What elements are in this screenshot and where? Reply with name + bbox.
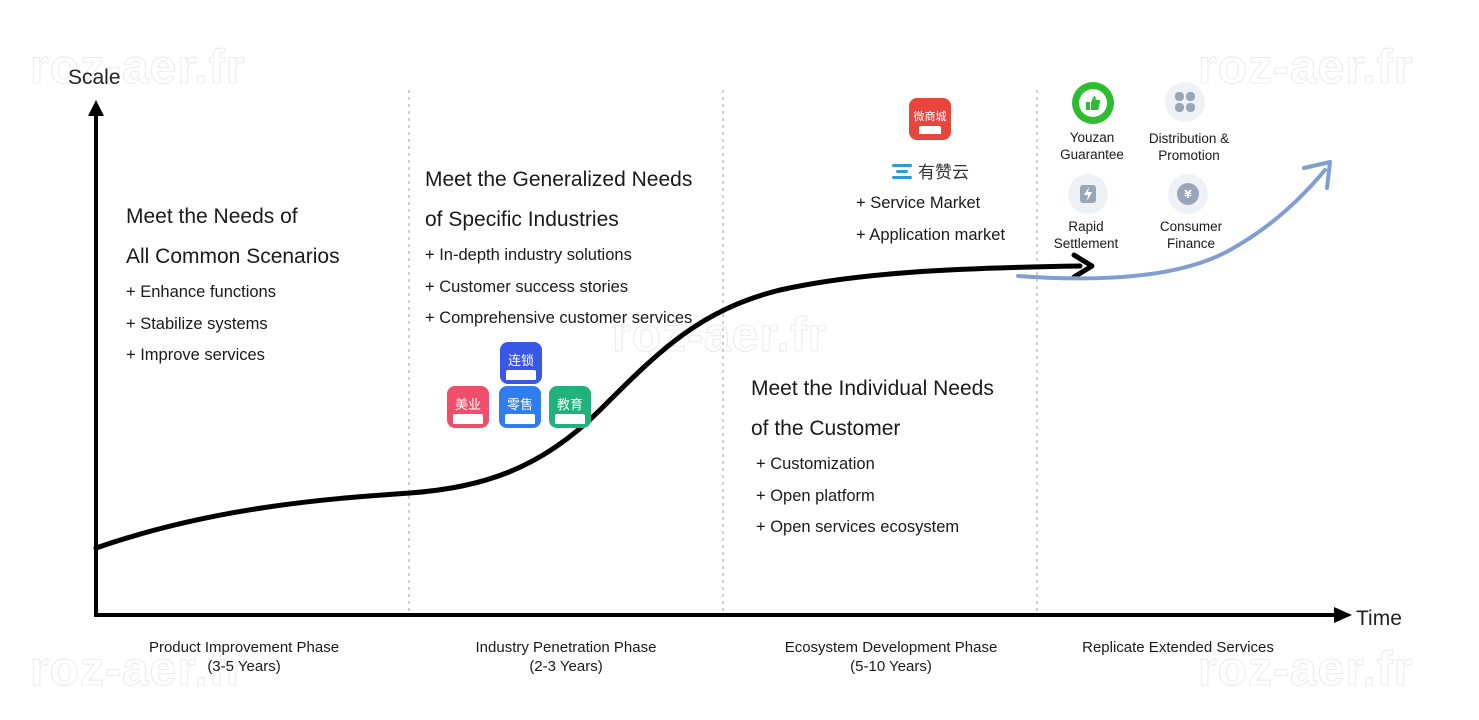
bullet: + Improve services (126, 346, 265, 364)
grid-icon (1165, 82, 1205, 122)
brand-lines-icon (892, 163, 912, 179)
phase-3-bullets: + Customization + Open platform + Open s… (756, 449, 959, 544)
retail-app-icon: 零售 (499, 386, 541, 428)
bullet: + In-depth industry solutions (425, 246, 632, 264)
y-axis-label: Scale (68, 66, 121, 89)
phase-3-label: Ecosystem Development Phase(5-10 Years) (784, 639, 998, 675)
lightning-icon (1068, 174, 1108, 214)
extension-curve (1016, 168, 1327, 281)
watermark-top-right: roz-aer.fr (1197, 41, 1414, 95)
phase-2-title: Meet the Generalized Needs of Specific I… (425, 168, 693, 231)
distribution-promotion-label: Distribution &Promotion (1148, 131, 1230, 163)
watermark-center: roz-aer.fr (611, 309, 828, 363)
bullet: + Comprehensive customer services (425, 309, 693, 327)
brand-name: 有赞云 (918, 163, 969, 183)
growth-curve-arrowhead (1071, 252, 1095, 280)
education-app-icon: 教育 (549, 386, 591, 428)
bullet: + Application market (856, 225, 1006, 244)
x-axis-label: Time (1356, 607, 1402, 630)
thumbs-up-icon (1072, 82, 1114, 124)
growth-curve (93, 263, 1083, 551)
watermark-top-left: roz-aer.fr (29, 41, 246, 95)
youzan-cloud-brand: 有赞云 (890, 158, 969, 183)
x-axis-arrowhead (1334, 607, 1352, 623)
watermark-bottom-left: roz-aer.fr (29, 643, 246, 697)
chain-store-app-icon: 连锁 (500, 342, 542, 384)
phase-1-title: Meet the Needs of All Common Scenarios (126, 205, 340, 268)
bullet: + Service Market (856, 194, 981, 212)
phase-4-label: Replicate Extended Services (1082, 639, 1274, 656)
ecosystem-bullets: + Service Market + Application market (856, 188, 1005, 251)
bullet: + Customer success stories (425, 277, 629, 296)
y-axis-arrowhead (88, 100, 104, 116)
micro-mall-app-icon: 微商城 (909, 98, 951, 140)
bullet: + Open services ecosystem (756, 518, 960, 536)
phase-1-bullets: + Enhance functions + Stabilize systems … (126, 277, 276, 372)
extension-curve-arrowhead (1302, 160, 1332, 190)
watermark-bottom-right: roz-aer.fr (1197, 643, 1414, 697)
bullet: + Enhance functions (126, 283, 276, 301)
phase-2-bullets: + In-depth industry solutions + Customer… (425, 240, 692, 335)
phase-2-label: Industry Penetration Phase(2-3 Years) (475, 639, 657, 675)
phase-3-title: Meet the Individual Needs of the Custome… (751, 377, 994, 440)
yen-icon: ¥ (1168, 174, 1208, 214)
bullet: + Stabilize systems (126, 314, 268, 333)
beauty-app-icon: 美业 (447, 386, 489, 428)
bullet: + Customization (756, 455, 875, 473)
phase-1-label: Product Improvement Phase(3-5 Years) (148, 639, 340, 675)
bullet: + Open platform (756, 486, 875, 505)
